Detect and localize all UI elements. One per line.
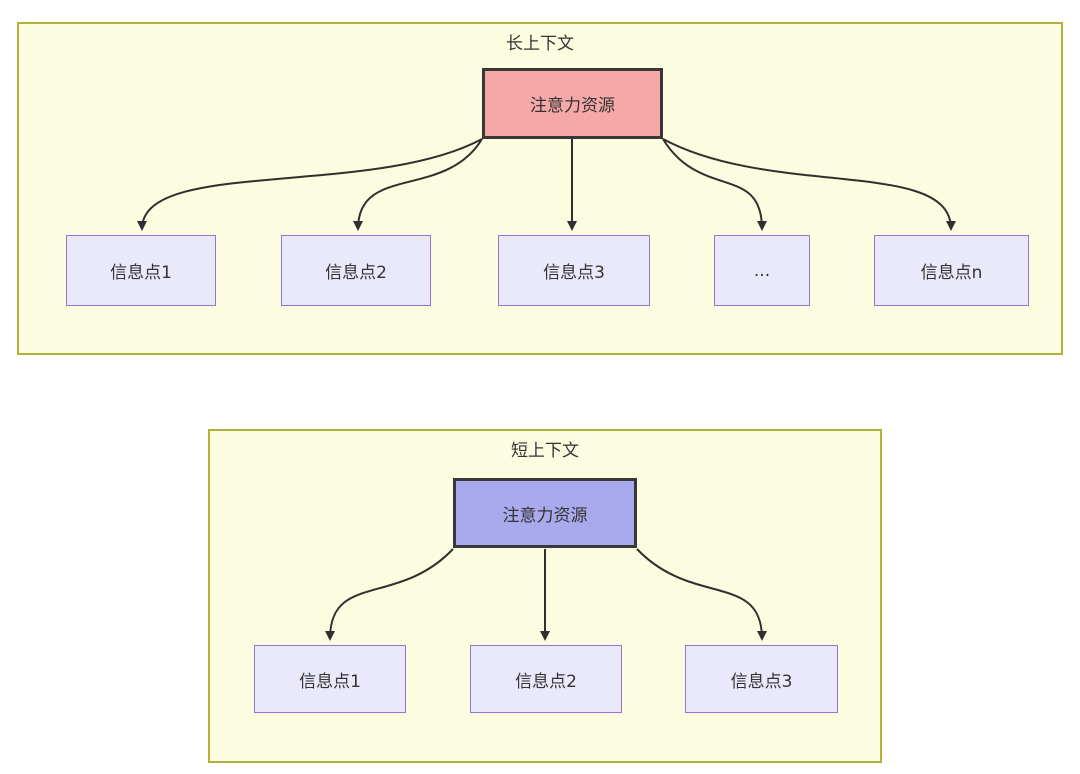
long-info-point-ellipsis-box: ...	[714, 235, 810, 306]
long-info-point-ellipsis-label: ...	[753, 260, 771, 281]
short-info-point-3-box: 信息点3	[685, 645, 838, 713]
short-info-point-2-label: 信息点2	[515, 671, 577, 692]
long-attention-resource-label: 注意力资源	[530, 96, 615, 116]
short-attention-resource-label: 注意力资源	[502, 505, 588, 526]
long-info-point-n-box: 信息点n	[874, 235, 1029, 306]
long-info-point-1-label: 信息点1	[110, 263, 172, 283]
long-attention-resource-box: 注意力资源	[482, 68, 663, 139]
short-context-title: 短上下文	[511, 441, 579, 461]
short-attention-resource-box: 注意力资源	[453, 478, 637, 548]
short-info-point-1-box: 信息点1	[254, 645, 406, 713]
long-info-point-3-label: 信息点3	[543, 263, 605, 283]
long-info-point-2-box: 信息点2	[281, 235, 431, 306]
short-info-point-3-label: 信息点3	[730, 671, 793, 692]
long-info-point-n-label: 信息点n	[920, 263, 983, 283]
short-info-point-2-box: 信息点2	[470, 645, 622, 713]
long-info-point-1-box: 信息点1	[66, 235, 216, 306]
long-info-point-2-label: 信息点2	[325, 263, 387, 283]
short-info-point-1-label: 信息点1	[299, 671, 361, 692]
long-info-point-3-box: 信息点3	[498, 235, 650, 306]
long-context-title: 长上下文	[506, 34, 574, 54]
